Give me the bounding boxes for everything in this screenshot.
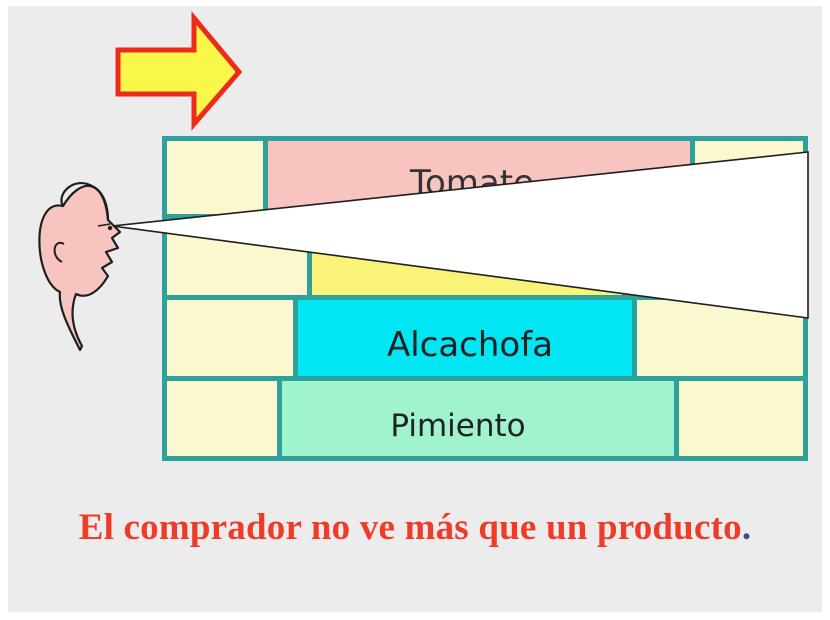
shelf-filler [167, 141, 263, 214]
vision-cone [111, 151, 809, 319]
shelf-filler [167, 300, 293, 376]
buyer-head-icon [38, 182, 122, 352]
product-label-alcachofa: Alcachofa [387, 325, 553, 365]
caption: El comprador no ve más que un producto. [0, 506, 830, 549]
product-label-pimiento: Pimiento [390, 408, 525, 444]
direction-arrow-icon [115, 11, 243, 131]
caption-period: . [741, 507, 752, 548]
caption-text: El comprador no ve más que un producto [78, 507, 742, 548]
product-box-alcachofa [298, 300, 632, 376]
product-box-pimiento [282, 381, 674, 456]
shelf-filler [167, 381, 277, 456]
shelf-filler [679, 381, 803, 456]
